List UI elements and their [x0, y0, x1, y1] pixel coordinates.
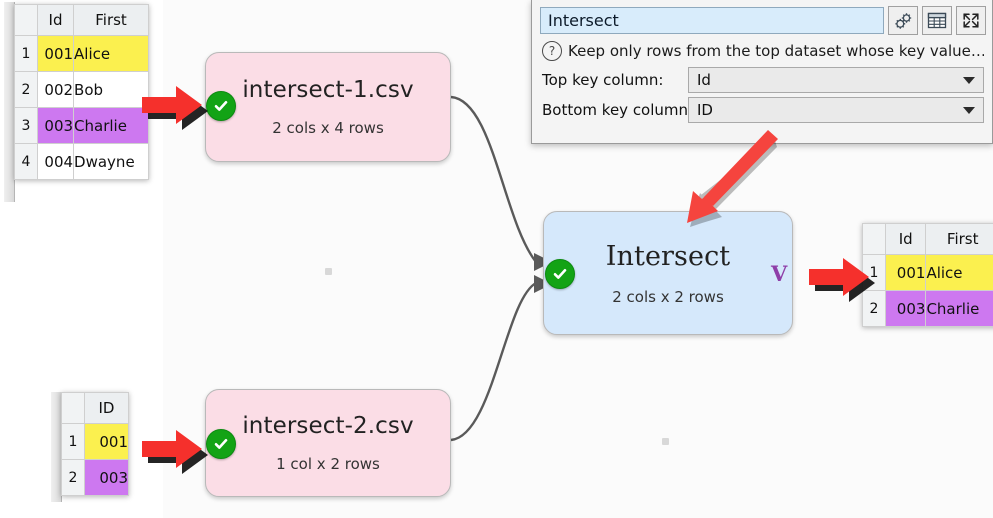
cell-id[interactable]: 003	[884, 290, 927, 327]
bottom-key-column-value: ID	[697, 101, 713, 119]
panel-hint-row: ? Keep only rows from the top dataset wh…	[532, 35, 992, 63]
panel-hint-text: Keep only rows from the top dataset whos…	[568, 42, 984, 60]
row-number[interactable]: 1	[61, 423, 85, 460]
table-row[interactable]: 4 004 Dwayne	[14, 143, 149, 180]
row-number[interactable]: 2	[14, 71, 38, 108]
table-row[interactable]: 2 003	[61, 459, 129, 496]
node-subtitle: 2 cols x 4 rows	[272, 119, 384, 137]
table-row[interactable]: 3 003 Charlie	[14, 107, 149, 144]
node-intersect-2-csv[interactable]: intersect-2.csv 1 col x 2 rows	[205, 389, 451, 497]
table-row[interactable]: 2 003 Charlie	[862, 290, 993, 327]
row-number[interactable]: 4	[14, 143, 38, 180]
result-data-table[interactable]: Id First 1 001 Alice 2 003 Charlie	[862, 223, 993, 327]
cell-first[interactable]: Alice	[925, 254, 993, 291]
node-view-badge[interactable]: V	[771, 261, 788, 286]
expand-icon[interactable]	[956, 6, 986, 35]
arrow-to-intersect	[687, 130, 778, 227]
column-header-id[interactable]: ID	[84, 392, 129, 424]
node-status-ok-icon	[206, 429, 236, 459]
column-header-id[interactable]: Id	[884, 223, 927, 255]
cell-first[interactable]: Bob	[73, 71, 149, 108]
cell-id[interactable]: 003	[36, 107, 75, 144]
row-number[interactable]: 1	[14, 35, 38, 72]
question-circle-icon[interactable]: ?	[542, 41, 562, 61]
arrow-to-result-table	[809, 258, 875, 302]
row-number-header	[61, 392, 85, 424]
arrow-to-node-2	[142, 430, 208, 474]
row-number-header	[862, 223, 886, 255]
cell-id[interactable]: 001	[36, 35, 75, 72]
column-header-first[interactable]: First	[73, 4, 149, 36]
node-subtitle: 2 cols x 2 rows	[612, 287, 724, 306]
bottom-key-column-label: Bottom key column:	[542, 101, 694, 119]
node-intersect[interactable]: Intersect 2 cols x 2 rows	[543, 211, 793, 335]
table-header-row: Id First	[862, 223, 993, 255]
node-subtitle: 1 col x 2 rows	[276, 455, 380, 473]
node-status-ok-icon	[206, 91, 236, 121]
row-number[interactable]: 2	[61, 459, 85, 496]
cell-id[interactable]: 003	[84, 459, 129, 496]
cell-first[interactable]: Charlie	[925, 290, 993, 327]
cell-first[interactable]: Dwayne	[73, 143, 149, 180]
connector-source2-to-intersect	[450, 281, 537, 442]
bottom-key-column-select[interactable]: ID	[688, 97, 984, 123]
table-row[interactable]: 2 002 Bob	[14, 71, 149, 108]
chevron-down-icon	[963, 106, 975, 114]
item-name-input[interactable]: Intersect	[540, 7, 884, 34]
top-left-data-table[interactable]: Id First 1 001 Alice 2 002 Bob 3 003 Cha…	[14, 4, 149, 180]
cell-id[interactable]: 002	[36, 71, 75, 108]
canvas-grid-dot	[325, 268, 332, 275]
top-key-column-row: Top key column: Id	[532, 63, 992, 93]
top-key-column-label: Top key column:	[542, 71, 664, 89]
table-icon[interactable]	[922, 6, 952, 35]
bottom-key-column-row: Bottom key column: ID	[532, 93, 992, 123]
chevron-down-icon	[963, 76, 975, 84]
node-status-ok-icon	[545, 259, 575, 289]
row-number-header	[14, 4, 38, 36]
connector-source1-to-intersect	[450, 95, 537, 263]
top-key-column-value: Id	[697, 71, 711, 89]
canvas-grid-dot	[662, 438, 669, 445]
node-title: intersect-1.csv	[242, 77, 414, 103]
cell-id[interactable]: 004	[36, 143, 75, 180]
table-header-row: ID	[61, 392, 129, 424]
column-header-first[interactable]: First	[925, 223, 993, 255]
table-row[interactable]: 1 001 Alice	[14, 35, 149, 72]
bottom-left-data-table[interactable]: ID 1 001 2 003	[61, 392, 129, 496]
panel-toolbar: Intersect	[532, 0, 992, 35]
column-header-id[interactable]: Id	[36, 4, 75, 36]
row-number[interactable]: 3	[14, 107, 38, 144]
table-row[interactable]: 1 001	[61, 423, 129, 460]
node-title: Intersect	[605, 240, 731, 272]
table-header-row: Id First	[14, 4, 149, 36]
cell-id[interactable]: 001	[884, 254, 927, 291]
gears-icon[interactable]	[888, 6, 918, 35]
node-title: intersect-2.csv	[242, 413, 414, 439]
table-row[interactable]: 1 001 Alice	[862, 254, 993, 291]
arrow-to-node-1	[142, 86, 208, 130]
node-intersect-1-csv[interactable]: intersect-1.csv 2 cols x 4 rows	[205, 52, 451, 162]
intersect-settings-panel[interactable]: Intersect	[531, 0, 993, 144]
row-number[interactable]: 2	[862, 290, 886, 327]
top-key-column-select[interactable]: Id	[688, 67, 984, 93]
cell-id[interactable]: 001	[84, 423, 129, 460]
cell-first[interactable]: Alice	[73, 35, 149, 72]
